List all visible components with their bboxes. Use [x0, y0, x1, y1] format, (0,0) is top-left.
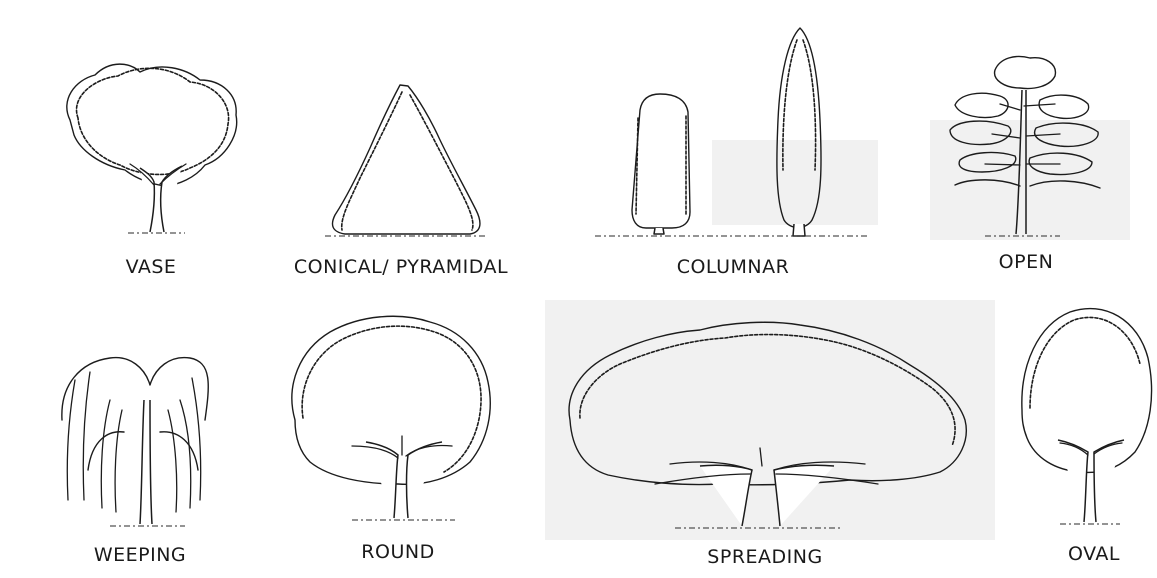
background-shade [930, 120, 1130, 240]
columnar-short-trunk [654, 228, 664, 234]
label-oval: OVAL [1068, 545, 1120, 564]
oval-tree [1022, 309, 1152, 524]
oval-canopy-edge [1030, 317, 1140, 408]
round-tree [292, 316, 490, 520]
oval-canopy [1022, 309, 1152, 473]
open-canopy-left-high [955, 93, 1008, 117]
vase-canopy-edge [77, 68, 229, 174]
weeping-trunk [140, 400, 152, 524]
conical-tree [325, 85, 485, 236]
background-shade [712, 140, 878, 225]
oval-trunk [1058, 440, 1124, 522]
columnar-tall-trunk [793, 224, 805, 236]
columnar-short-canopy [632, 94, 690, 228]
conical-canopy [332, 85, 479, 234]
weeping-tree [62, 358, 208, 526]
label-open: OPEN [999, 253, 1054, 272]
open-canopy-right-high [1039, 95, 1089, 118]
label-round: ROUND [361, 543, 434, 562]
weeping-canopy-top [62, 358, 208, 420]
open-canopy-top [995, 57, 1056, 89]
label-vase: VASE [126, 258, 177, 277]
label-conical-pyramidal: CONICAL/ PYRAMIDAL [294, 258, 508, 277]
columnar-short-edge [636, 116, 686, 214]
label-columnar: COLUMNAR [677, 258, 790, 277]
conical-canopy-edge [342, 92, 473, 230]
vase-tree [67, 64, 237, 233]
label-spreading: SPREADING [707, 548, 822, 567]
weeping-hanging-branches [67, 372, 200, 512]
columnar-tree-short [632, 94, 690, 234]
background-shade [545, 300, 995, 540]
vase-canopy [67, 64, 237, 186]
label-weeping: WEEPING [94, 546, 186, 565]
round-trunk [366, 442, 442, 518]
